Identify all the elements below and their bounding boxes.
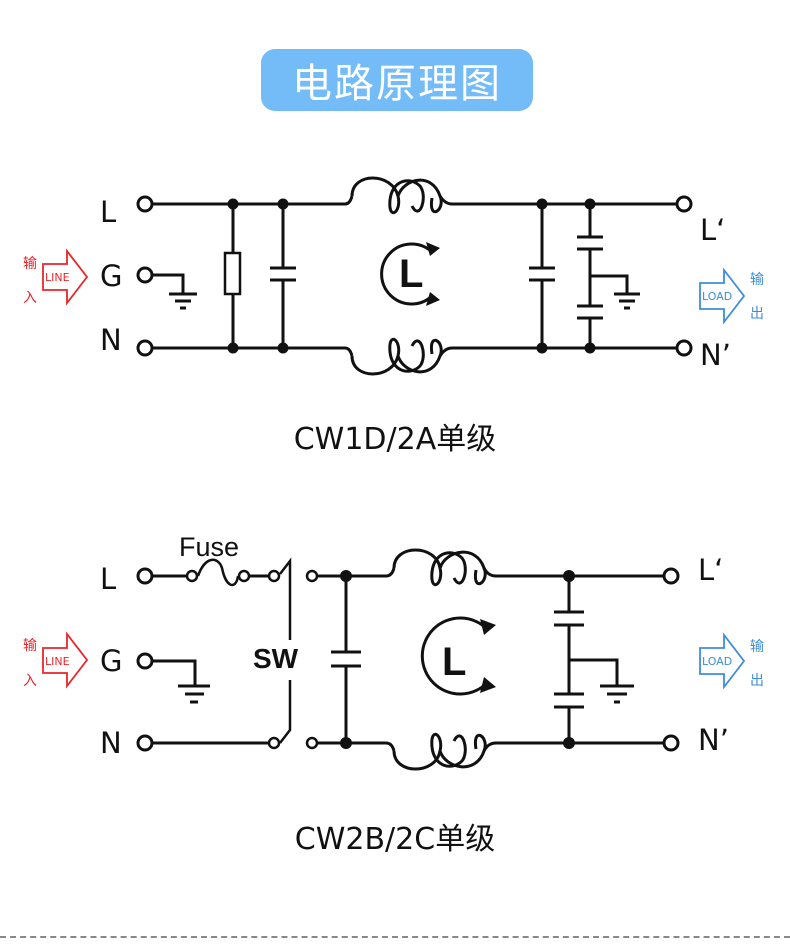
capacitor-x1-plates	[270, 266, 296, 282]
terminal-L-in	[136, 567, 154, 585]
input-line-arrow-icon: LINE	[42, 631, 89, 689]
ground-wire-out	[590, 274, 629, 294]
switch-lever	[279, 557, 292, 744]
terminal-label-G: G	[100, 644, 122, 678]
svg-text:LOAD: LOAD	[702, 655, 732, 668]
input-line-arrow-icon: LINE	[42, 248, 89, 306]
fuse-icon	[196, 558, 240, 587]
line-wire	[152, 195, 354, 206]
terminal-label-N-out: N’	[700, 338, 731, 372]
circuit-diagram-2: Fuse	[23, 532, 764, 771]
ground-symbol-out	[614, 292, 640, 310]
terminal-label-G: G	[100, 259, 122, 293]
terminal-N-out	[675, 339, 693, 357]
page-title: 电路原理图	[261, 49, 533, 111]
choke-arrow-arc	[380, 242, 434, 306]
terminal-label-L-out: L‘	[700, 213, 725, 247]
neutral-wire-out	[438, 346, 677, 357]
capacitor-x2-plates	[529, 266, 555, 282]
output-load-arrow-icon: LOAD	[699, 267, 746, 325]
terminal-label-N: N	[100, 726, 122, 760]
neutral-wire-mid	[318, 741, 396, 752]
output-label-bottom: 出	[750, 673, 764, 689]
capacitor-y-plates	[554, 610, 584, 709]
circuit-diagram-1: L G N L‘ N’ L LINE 输 入 LOAD 输 出	[23, 176, 764, 376]
choke-arrowhead-bottom	[480, 677, 496, 693]
terminal-label-L: L	[100, 195, 116, 229]
terminal-N-in	[136, 339, 154, 357]
ground-wire-in	[152, 659, 197, 686]
capacitor-x-plates	[331, 650, 361, 668]
choke-top-coil	[392, 548, 487, 587]
line-wire-mid	[318, 567, 396, 578]
diagram-1-caption: CW1D/2A单级	[293, 422, 497, 457]
output-load-arrow-icon: LOAD	[699, 632, 746, 690]
choke-top-coil	[350, 176, 443, 215]
choke-arrowhead-bottom	[426, 292, 440, 306]
terminal-N-in	[136, 734, 154, 752]
terminal-G-in	[136, 652, 154, 670]
terminal-label-N-out: N’	[698, 723, 729, 757]
capacitor-y-plates	[577, 235, 603, 320]
resistor-icon	[223, 251, 242, 296]
choke-arrowhead-top	[426, 242, 440, 256]
neutral-wire	[152, 346, 354, 357]
input-label-bottom: 入	[23, 290, 37, 306]
input-label-top: 输	[23, 638, 37, 654]
terminal-G-in	[136, 266, 154, 284]
ground-symbol-in	[178, 684, 210, 704]
inductor-label: L	[442, 640, 466, 684]
svg-text:LINE: LINE	[45, 655, 70, 668]
ground-wire-out	[569, 658, 619, 686]
dashed-divider	[0, 936, 790, 938]
ground-symbol-in	[169, 292, 197, 310]
terminal-L-out	[662, 567, 680, 585]
terminal-label-L: L	[100, 562, 116, 596]
input-label-bottom: 入	[23, 673, 37, 689]
terminal-label-N: N	[100, 323, 122, 357]
terminal-L-out	[675, 195, 693, 213]
output-label-top: 输	[750, 639, 764, 655]
choke-arrow-arc	[420, 616, 490, 696]
fuse-label: Fuse	[179, 532, 239, 562]
choke-arrowhead-top	[480, 619, 496, 635]
output-label-top: 输	[750, 272, 764, 288]
ground-symbol-out	[600, 684, 634, 704]
choke-bottom-coil	[350, 337, 443, 376]
ground-wire-in	[152, 273, 185, 294]
terminal-N-out	[662, 734, 680, 752]
line-wire-out	[438, 195, 677, 206]
terminal-L-in	[136, 195, 154, 213]
diagram-2-caption: CW2B/2C单级	[294, 822, 496, 857]
input-label-top: 输	[23, 256, 37, 272]
inductor-label: L	[399, 252, 423, 296]
choke-bottom-coil	[392, 732, 487, 771]
terminal-label-L-out: L‘	[698, 553, 723, 587]
output-label-bottom: 出	[750, 306, 764, 322]
svg-text:LINE: LINE	[45, 271, 70, 284]
svg-text:LOAD: LOAD	[702, 290, 732, 303]
switch-label: SW	[253, 643, 299, 674]
